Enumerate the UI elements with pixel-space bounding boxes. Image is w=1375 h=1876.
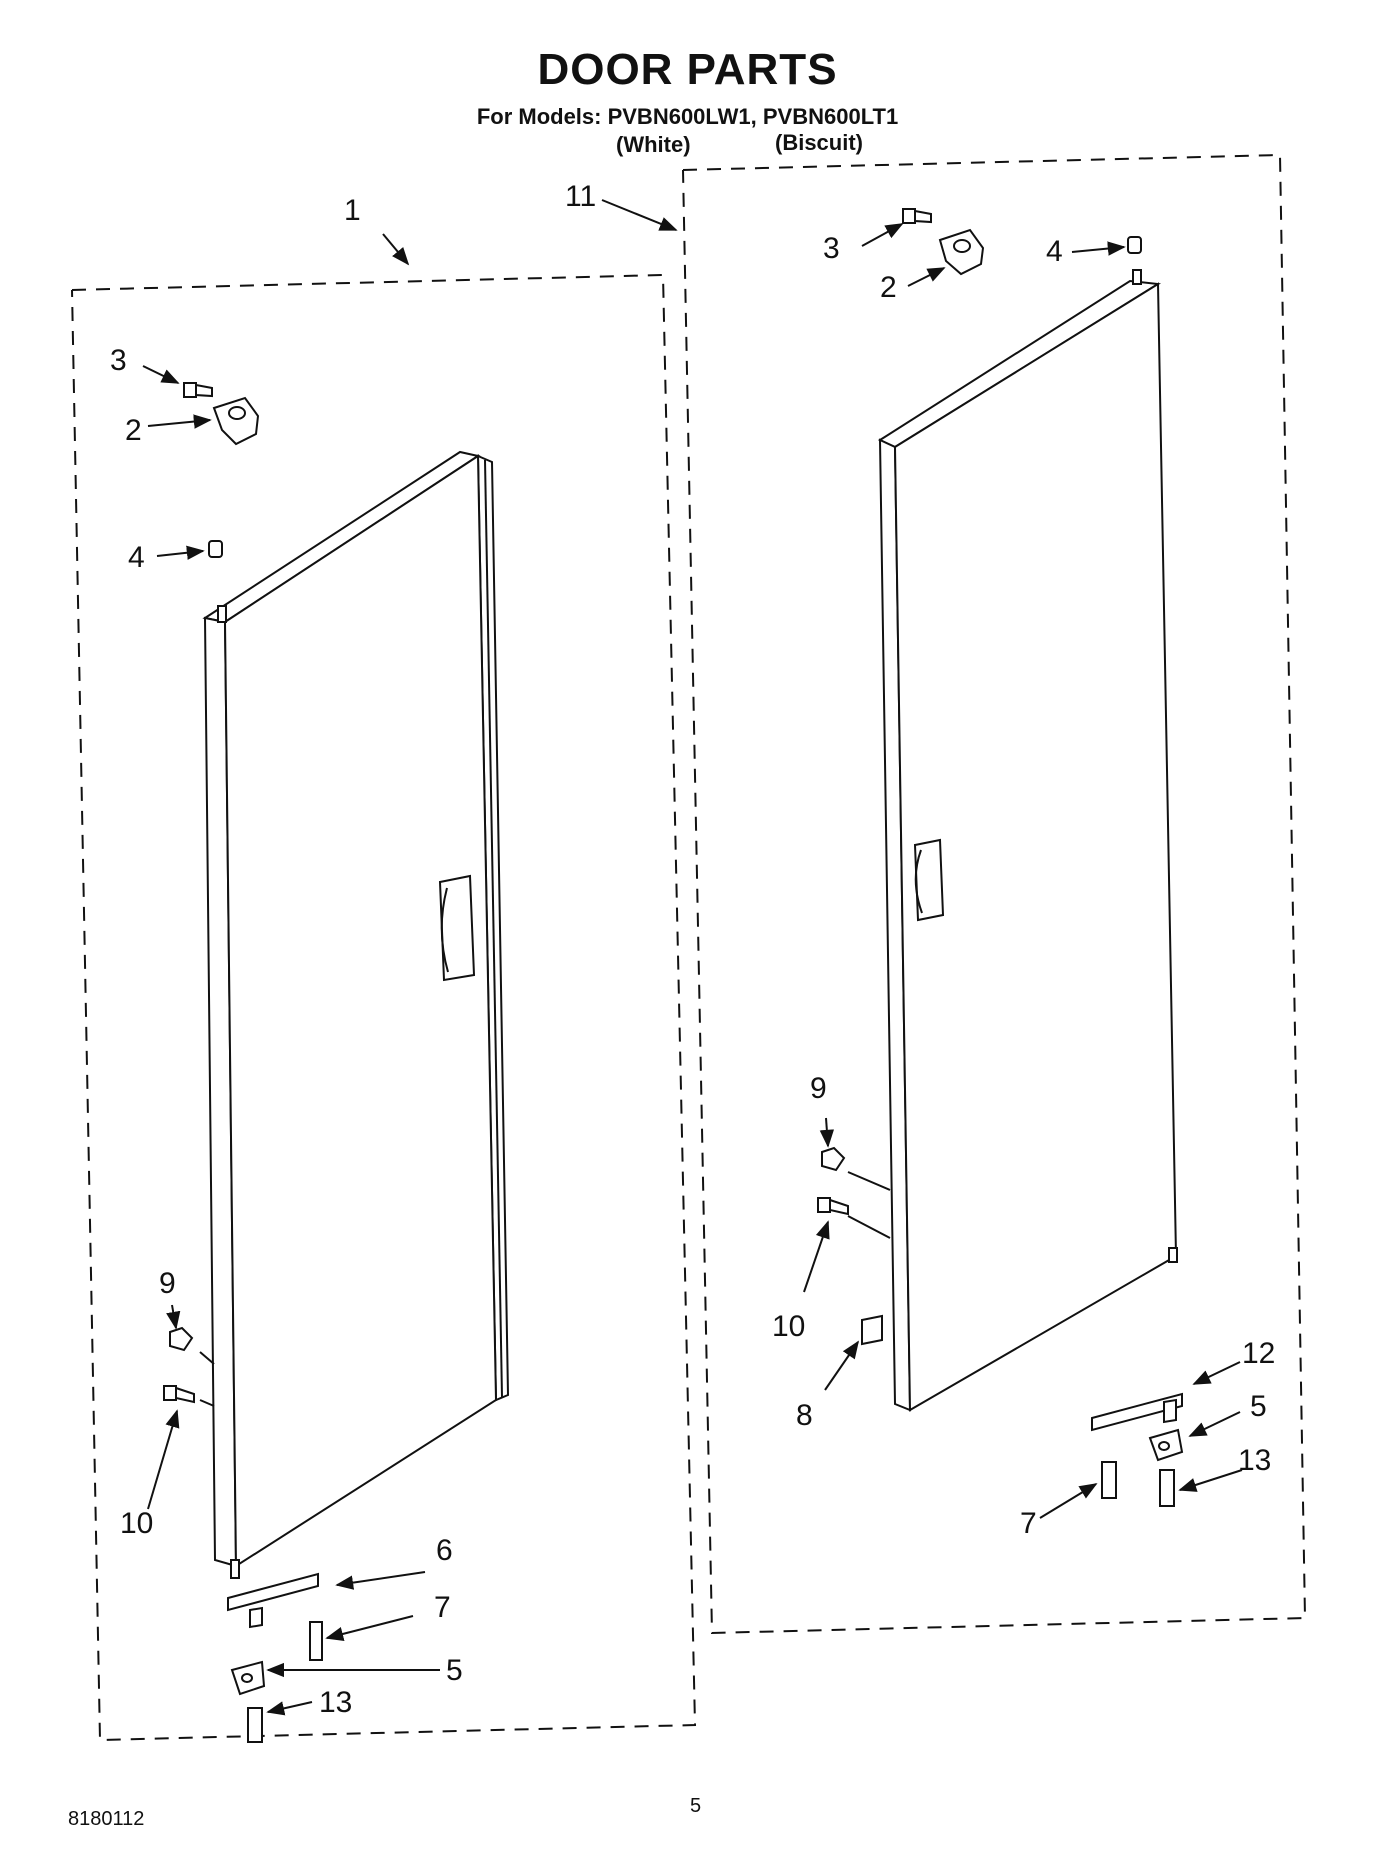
left-door-pins: [217, 605, 240, 1579]
left-plug: [208, 540, 223, 558]
left-door-stop: [169, 1326, 194, 1352]
left-hinge-cover-screw: [183, 382, 213, 398]
left-callout-6: 6: [436, 1534, 453, 1567]
right-door-panel: [877, 279, 1178, 1412]
right-bottom-hinge-parts: [1091, 1392, 1184, 1507]
right-callout-5: 5: [1250, 1390, 1267, 1423]
left-callout-7: 7: [434, 1591, 451, 1624]
left-door-stop-screw: [163, 1385, 195, 1404]
right-door-stop: [821, 1146, 846, 1172]
left-callout-10: 10: [120, 1507, 153, 1540]
page-title: DOOR PARTS: [537, 45, 838, 94]
right-callout-10: 10: [772, 1310, 805, 1343]
right-hinge-cover: [938, 228, 985, 276]
right-callout-3: 3: [823, 232, 840, 265]
left-hinge-cover: [212, 396, 260, 446]
left-bottom-hinge-parts: [227, 1572, 323, 1743]
left-callout-3: 3: [110, 344, 127, 377]
model-numbers: For Models: PVBN600LW1, PVBN600LT1: [476, 104, 899, 129]
color-biscuit-label: (Biscuit): [775, 130, 863, 155]
right-door-stop-screw: [817, 1197, 849, 1216]
left-callout-13: 13: [319, 1686, 352, 1719]
part-number: 8180112: [68, 1808, 145, 1830]
left-dashed-boundary: [71, 273, 697, 1742]
color-white-label: (White): [616, 132, 691, 157]
right-callout-11: 11: [565, 180, 596, 213]
right-callouts: 11 3 2 4 9 10 8 12 5 13 7: [565, 180, 1275, 1540]
right-callout-9: 9: [810, 1072, 827, 1105]
right-callout-12: 12: [1242, 1337, 1275, 1370]
left-door-panel: [202, 450, 510, 1568]
left-callout-4: 4: [128, 541, 145, 574]
left-leader-lines: [142, 233, 440, 1716]
left-callout-1: 1: [344, 194, 361, 227]
right-callout-4: 4: [1046, 235, 1063, 268]
left-callout-9: 9: [159, 1267, 176, 1300]
right-callout-8: 8: [796, 1399, 813, 1432]
right-plug: [1127, 236, 1142, 254]
right-leader-lines: [601, 199, 1243, 1519]
page-number: 5: [690, 1795, 702, 1817]
left-door-assembly: 1 3 2 4 9 10 6 7 5 13: [71, 194, 697, 1743]
right-door-pins: [1132, 269, 1178, 1263]
left-callout-2: 2: [125, 414, 142, 447]
left-callout-5: 5: [446, 1654, 463, 1687]
right-door-assembly: 11 3 2 4 9 10 8 12 5 13 7: [565, 153, 1307, 1635]
right-callout-2: 2: [880, 271, 897, 304]
right-hinge-shim: [861, 1314, 883, 1346]
left-callouts: 1 3 2 4 9 10 6 7 5 13: [110, 194, 463, 1719]
right-callout-7: 7: [1020, 1507, 1037, 1540]
right-hinge-cover-screw: [902, 208, 932, 224]
right-callout-13: 13: [1238, 1444, 1271, 1477]
